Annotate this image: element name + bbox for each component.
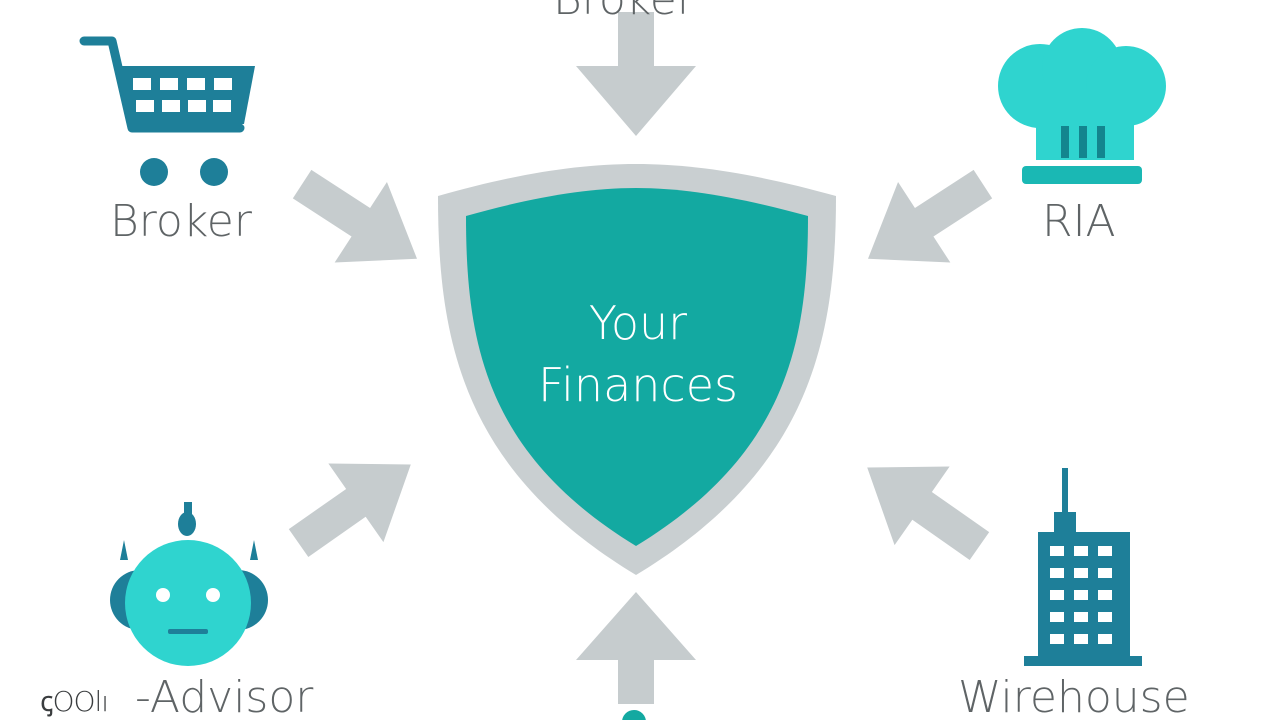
partial-icon [622,710,646,720]
center-title-line2: Finances [538,358,738,412]
arrow-upper-right [868,169,993,263]
arrow-lower-left [288,463,411,557]
arrow-upper-left [292,169,417,263]
label-broker: Broker [110,196,252,247]
label-ria: RIA [1042,196,1116,247]
label-advisor-prefix: ꞔOOlı [40,685,109,718]
robot-icon [110,502,268,666]
shield-body [466,188,808,546]
label-top-broker: Broker [553,0,695,22]
label-advisor: -Advisor [135,672,314,723]
arrow-bottom [576,592,696,704]
office-building-icon [1024,468,1142,666]
arrow-top [576,12,696,136]
label-wirehouse: Wirehouse [958,672,1190,723]
center-title: Your Finances [500,292,776,416]
shopping-cart-icon [79,36,255,186]
center-title-line1: Your [588,296,688,350]
arrow-lower-right [867,466,990,560]
chef-hat-icon [998,28,1166,184]
